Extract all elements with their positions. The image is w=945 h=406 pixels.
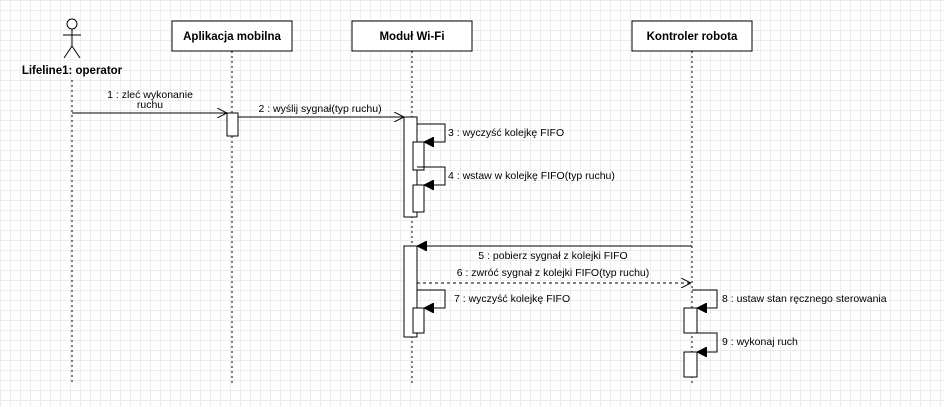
message-8[interactable]: 8 : ustaw stan ręcznego sterowania [692,289,887,308]
message-number: 1 [107,89,113,101]
message-9[interactable]: 9 : wykonaj ruch [697,332,798,352]
message-label: 8 : ustaw stan ręcznego sterowania [722,293,887,305]
message-arrow [417,123,446,142]
actor-label: Lifeline1: operator [22,65,123,77]
message-3[interactable]: 3 : wyczyść kolejkę FIFO [417,123,564,142]
lifeline-header-kontroler[interactable]: Kontroler robota [631,20,753,52]
message-label: 4 : wstaw w kolejkę FIFO(typ ruchu) [448,170,615,182]
lifeline-box [171,20,293,52]
activation-wifi-self-3[interactable] [412,141,425,171]
activation-kontroler-9[interactable] [683,351,698,378]
message-4[interactable]: 4 : wstaw w kolejkę FIFO(typ ruchu) [417,166,615,185]
lifeline-box [351,20,473,52]
message-7[interactable]: 7 : wyczyść kolejkę FIFO [417,289,570,308]
message-text-line2: ruchu [137,99,163,111]
activation-aplikacja[interactable] [226,112,239,137]
message-label: 6 : zwróć sygnał z kolejki FIFO(typ ruch… [457,267,650,279]
activation-kontroler-8[interactable] [683,307,698,334]
activation-wifi-self-4[interactable] [412,184,425,213]
lifeline-box [631,20,753,52]
activation-wifi-self-7[interactable] [412,307,425,334]
message-2[interactable]: 2 : wyślij sygnał(typ ruchu) [238,103,404,117]
message-arrow [692,289,718,308]
message-label: 7 : wyczyść kolejkę FIFO [454,293,570,305]
lifeline-title: Moduł Wi-Fi [379,31,444,43]
message-label: 3 : wyczyść kolejkę FIFO [448,127,564,139]
message-label: 2 : wyślij sygnał(typ ruchu) [258,103,381,115]
message-label: 5 : pobierz sygnał z kolejki FIFO [478,250,627,262]
lifeline-header-wifi[interactable]: Moduł Wi-Fi [351,20,473,52]
stick-figure-icon [63,18,81,59]
message-6[interactable]: 6 : zwróć sygnał z kolejki FIFO(typ ruch… [417,267,691,283]
message-arrow [417,166,446,185]
message-5[interactable]: 5 : pobierz sygnał z kolejki FIFO [417,246,692,262]
lifeline-header-aplikacja[interactable]: Aplikacja mobilna [171,20,293,52]
actor-operator[interactable]: Lifeline1: operator [22,18,123,77]
lifeline-title: Aplikacja mobilna [183,31,281,43]
lifeline-title: Kontroler robota [647,31,738,43]
message-arrow [417,289,446,308]
message-1[interactable]: 1 : zleć wykonanie ruchu [72,89,227,113]
message-text-line1: zleć wykonanie [122,89,193,101]
message-label: 9 : wykonaj ruch [722,336,798,348]
message-label: 1 : zleć wykonanie [107,89,193,101]
message-arrow [697,332,718,352]
